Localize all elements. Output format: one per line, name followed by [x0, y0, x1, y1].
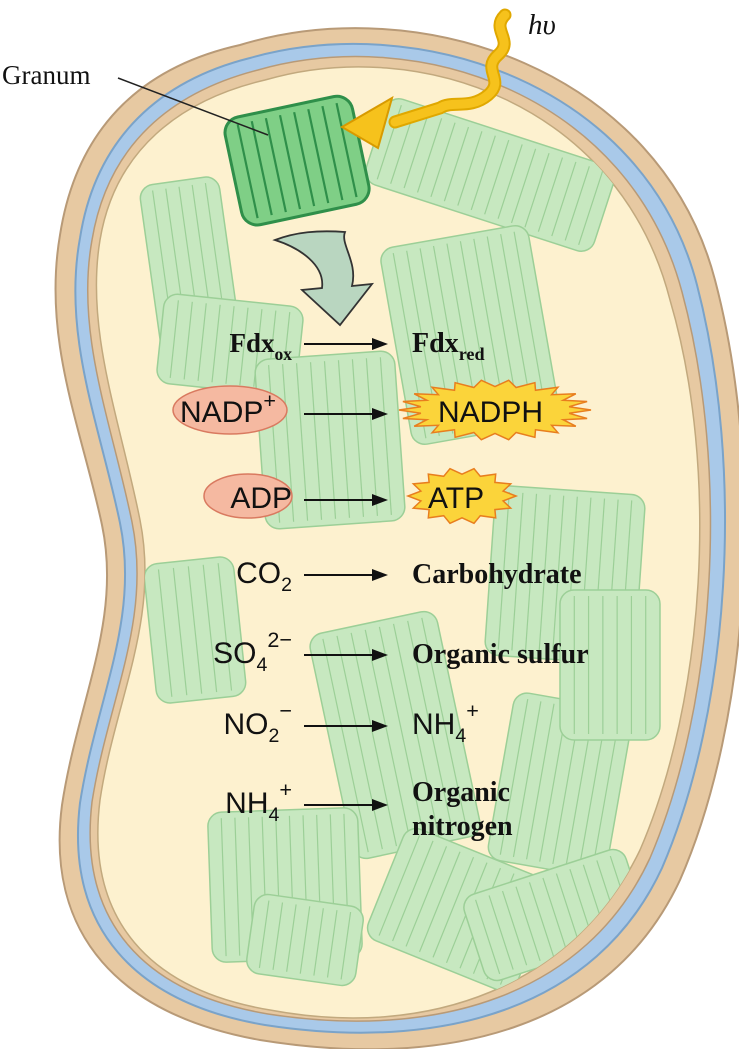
light-symbol: hυ [528, 9, 556, 41]
thylakoid-stack [245, 893, 365, 988]
granum-label: Granum [2, 60, 90, 90]
thylakoid-stack [143, 556, 247, 705]
reactant-label: ADP [230, 482, 292, 515]
product-label: NADPH [438, 396, 543, 429]
product-label: ATP [428, 482, 484, 515]
product-label: Carbohydrate [412, 559, 582, 590]
product-label: Organic [412, 777, 510, 808]
product-label-line2: nitrogen [412, 811, 513, 842]
product-label: Organic sulfur [412, 639, 589, 670]
